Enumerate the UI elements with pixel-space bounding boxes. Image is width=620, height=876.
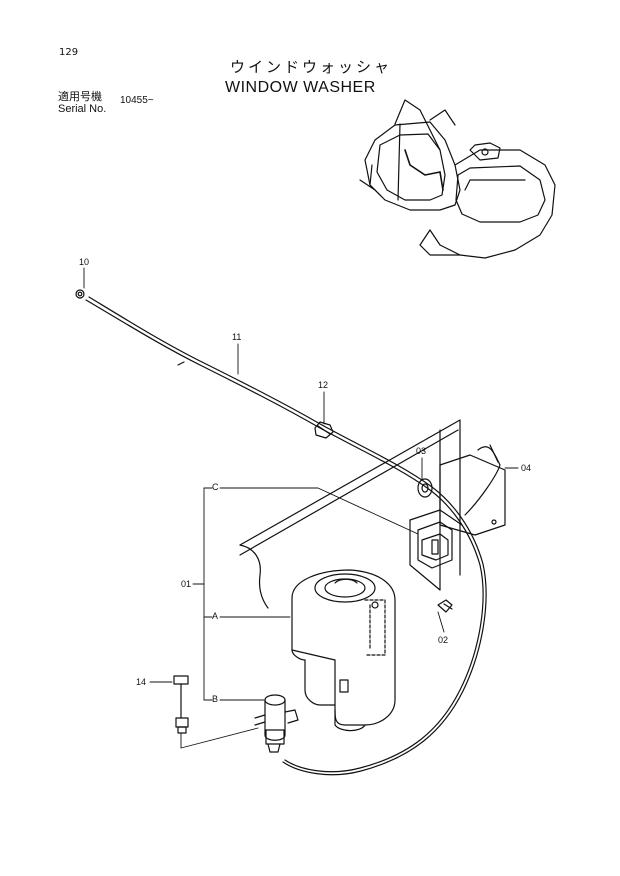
- cab-wall-drawing: [239, 419, 463, 609]
- callout-02: 02: [438, 635, 449, 645]
- callout-14: 14: [136, 677, 147, 687]
- callout-a: A: [212, 611, 219, 621]
- fitting-drawing: [417, 521, 453, 569]
- leader-lines: [83, 267, 519, 749]
- callout-01: 01: [181, 579, 192, 589]
- callout-b: B: [212, 694, 219, 704]
- page-title: WINDOW WASHER: [225, 79, 376, 96]
- callout-03: 03: [416, 446, 427, 456]
- pump-motor-drawing: [254, 694, 299, 753]
- callout-12: 12: [318, 380, 329, 390]
- bolt-drawing: [437, 599, 453, 613]
- serial-value: 10455~: [120, 95, 154, 106]
- washer-hose-drawing: [75, 289, 487, 776]
- harness-drawing: [173, 675, 189, 734]
- callout-11: 11: [232, 332, 242, 342]
- callout-04: 04: [521, 463, 532, 473]
- bracket-drawing: [439, 444, 506, 536]
- page-title-japanese: ウインドウォッシャ: [230, 58, 393, 76]
- page-number: 129: [59, 47, 79, 58]
- serial-label: Serial No.: [58, 103, 107, 115]
- callout-10: 10: [79, 257, 90, 267]
- callout-c: C: [212, 482, 219, 492]
- washer-tank-drawing: [291, 569, 396, 732]
- serial-label-japanese: 適用号機: [58, 90, 102, 103]
- machine-overview-drawing: [359, 99, 556, 259]
